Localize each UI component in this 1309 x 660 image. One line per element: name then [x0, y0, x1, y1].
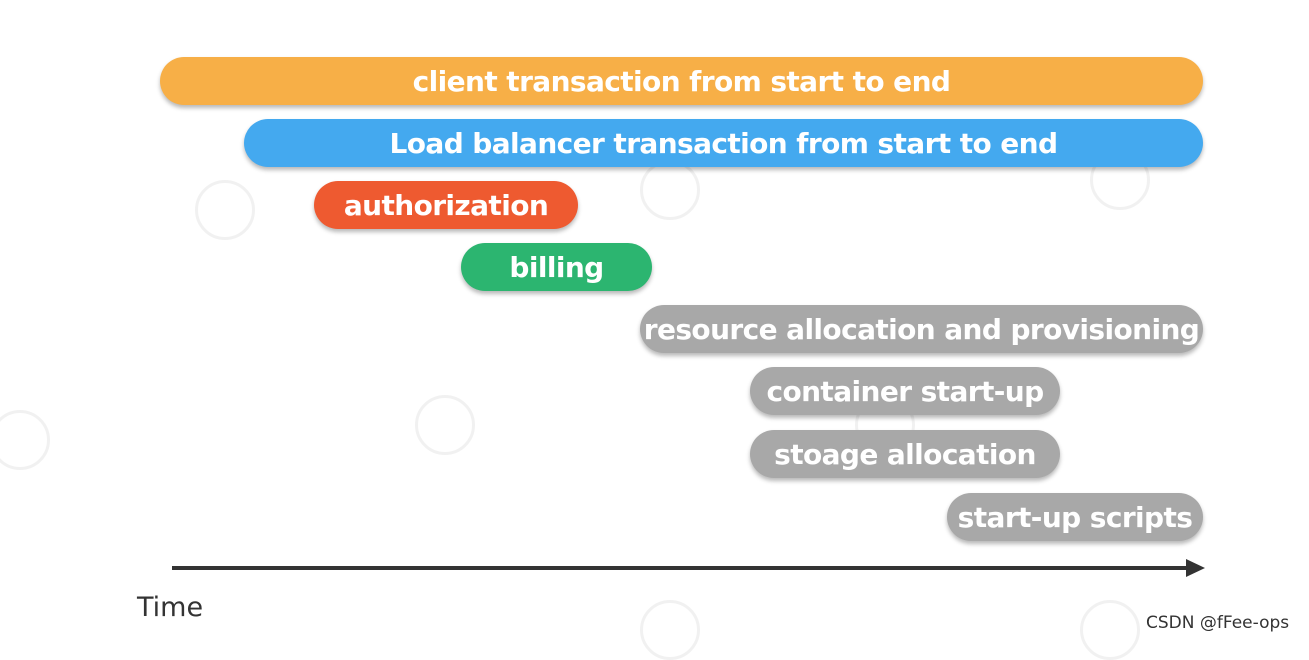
authorization-bar: authorization: [314, 181, 578, 229]
watermark-logo: [195, 180, 255, 240]
credit-text: CSDN @fFee-ops: [1146, 613, 1290, 633]
watermark-logo: [640, 600, 700, 660]
time-axis-arrow: [172, 559, 1205, 577]
watermark-logo: [415, 395, 475, 455]
container-startup-bar: container start-up: [750, 367, 1060, 415]
resource-allocation-bar: resource allocation and provisioning: [640, 305, 1203, 353]
watermark-logo: [1080, 600, 1140, 660]
client-transaction-bar: client transaction from start to end: [160, 57, 1203, 105]
startup-scripts-bar: start-up scripts: [947, 493, 1203, 541]
storage-allocation-bar: stoage allocation: [750, 430, 1060, 478]
watermark-logo: [0, 410, 50, 470]
billing-bar: billing: [461, 243, 652, 291]
load-balancer-transaction-bar: Load balancer transaction from start to …: [244, 119, 1203, 167]
watermark-logo: [640, 160, 700, 220]
time-axis-label: Time: [137, 592, 204, 623]
